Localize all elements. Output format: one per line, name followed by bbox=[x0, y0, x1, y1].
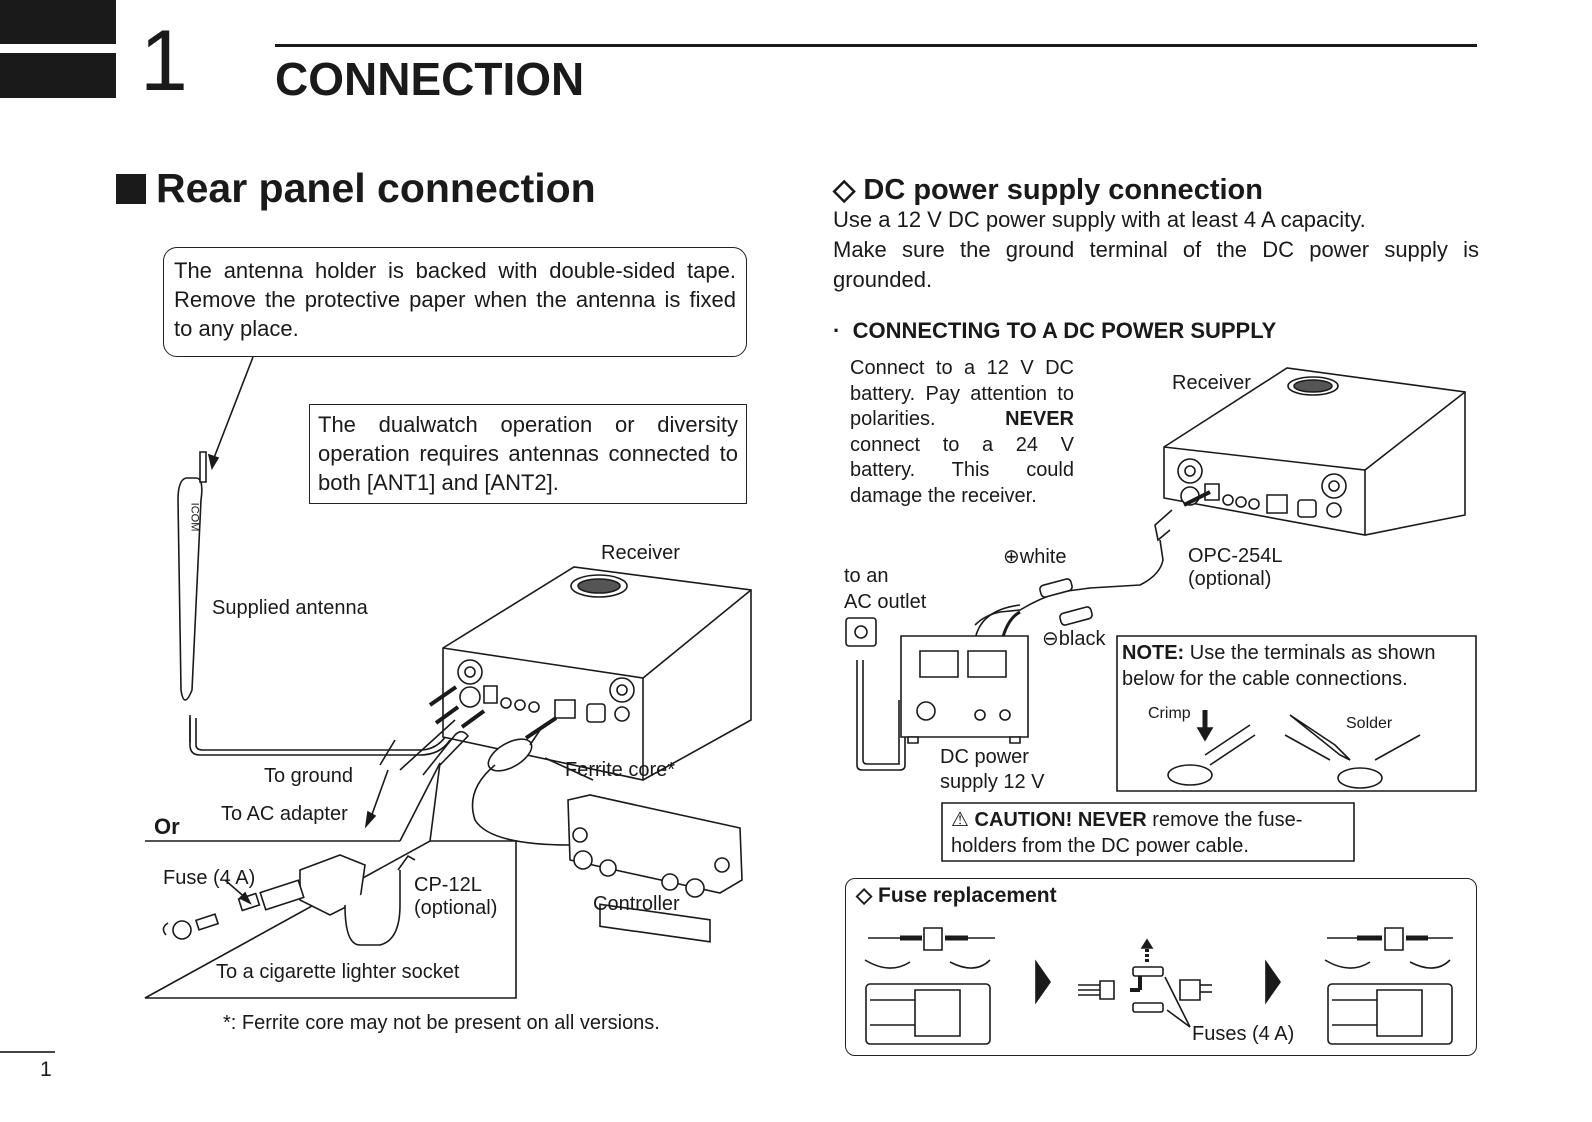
connecting-subheading-text: CONNECTING TO A DC POWER SUPPLY bbox=[852, 318, 1277, 343]
receiver-device bbox=[443, 567, 751, 780]
ac-outlet-icon bbox=[846, 618, 876, 646]
note-text: NOTE: Use the terminals as shown below f… bbox=[1122, 640, 1472, 692]
opc-optional-label: (optional) bbox=[1188, 568, 1272, 590]
dc-power-title: ◇ DC power supply connection bbox=[833, 172, 1263, 207]
dc-arrow bbox=[1184, 492, 1210, 505]
connecting-subheading: · CONNECTING TO A DC POWER SUPPLY bbox=[833, 318, 1276, 344]
antenna-brand-label: ICOM bbox=[188, 502, 201, 532]
cp12l-optional-label: (optional) bbox=[414, 897, 498, 919]
caution-text: ⚠ CAUTION! NEVER remove the fuse-holders… bbox=[951, 807, 1351, 859]
cigarette-label: To a cigarette lighter socket bbox=[216, 961, 460, 983]
dualwatch-note-text: The dualwatch operation or diversity ope… bbox=[318, 412, 738, 495]
ground-cable bbox=[380, 720, 455, 770]
ferrite-footnote: *: Ferrite core may not be present on al… bbox=[223, 1012, 660, 1034]
pointer-arrowhead bbox=[209, 455, 218, 468]
battery-note-pre: Connect to a 12 V DC battery. Pay attent… bbox=[850, 357, 1074, 430]
caution-bold: CAUTION! NEVER bbox=[974, 809, 1147, 831]
crimp-label: Crimp bbox=[1148, 705, 1191, 722]
chapter-title: CONNECTION bbox=[275, 53, 585, 105]
white-lead-label: ⊕white bbox=[1003, 546, 1067, 568]
dc-power-supply-device bbox=[901, 636, 1028, 743]
supply-12v-label: supply 12 V bbox=[940, 771, 1045, 793]
dc-power-line1: Use a 12 V DC power supply with at least… bbox=[833, 207, 1366, 232]
opc-label: OPC-254L bbox=[1188, 545, 1283, 567]
fuses-label: Fuses (4 A) bbox=[1192, 1023, 1295, 1045]
or-pointer-a bbox=[400, 763, 440, 841]
receiver-label-2: Receiver bbox=[1172, 372, 1251, 394]
antenna-note-text: The antenna holder is backed with double… bbox=[174, 258, 736, 341]
controller-label: Controller bbox=[593, 893, 680, 915]
fuse-label: Fuse (4 A) bbox=[163, 867, 256, 889]
ferrite-core-icon bbox=[483, 730, 540, 777]
supplied-antenna-label: Supplied antenna bbox=[212, 597, 368, 619]
ac-adapter-cable bbox=[370, 770, 388, 820]
or-label: Or bbox=[154, 814, 180, 839]
title-rule bbox=[275, 44, 1477, 47]
to-ground-label: To ground bbox=[264, 765, 353, 787]
bullet-dot-icon: · bbox=[833, 318, 847, 343]
antenna-note-box: The antenna holder is backed with double… bbox=[163, 247, 747, 357]
dc-power-line2: Make sure the ground terminal of the DC … bbox=[833, 237, 1479, 292]
dc-power-label: DC power bbox=[940, 746, 1029, 768]
note-bold: NOTE: bbox=[1122, 642, 1185, 664]
positive-lead bbox=[974, 605, 1020, 705]
controller-cable bbox=[473, 765, 571, 845]
connection-arrows bbox=[430, 687, 556, 738]
diamond-outline-icon: ◇ bbox=[856, 884, 873, 907]
page-number: 1 bbox=[40, 1058, 52, 1081]
to-an-label: to an bbox=[844, 565, 889, 587]
solder-label: Solder bbox=[1346, 715, 1393, 732]
ferrite-core-label: Ferrite core* bbox=[565, 759, 676, 781]
chapter-tab-top bbox=[0, 0, 116, 44]
warning-triangle-icon: ⚠ bbox=[951, 809, 969, 831]
dc-power-title-text: DC power supply connection bbox=[863, 174, 1263, 206]
chapter-tab-bottom bbox=[0, 53, 116, 98]
note-body: Use the terminals as shown below for the… bbox=[1122, 642, 1436, 690]
section-title-text: Rear panel connection bbox=[156, 165, 596, 211]
ac-adapter-plug bbox=[423, 732, 468, 775]
negative-lead bbox=[999, 612, 1020, 705]
battery-note-bold: NEVER bbox=[1005, 408, 1074, 430]
or-pointer-b bbox=[430, 763, 440, 841]
dualwatch-note-box: The dualwatch operation or diversity ope… bbox=[309, 404, 747, 504]
battery-note-post: connect to a 24 V battery. This could da… bbox=[850, 433, 1074, 507]
controller-device bbox=[568, 795, 742, 942]
receiver-label: Receiver bbox=[601, 542, 680, 564]
fuse-replacement-box: ◇ Fuse replacement bbox=[845, 878, 1477, 1056]
fuse-replacement-title: ◇ Fuse replacement bbox=[856, 883, 1057, 908]
square-bullet-icon bbox=[116, 173, 146, 204]
diamond-outline-icon: ◇ bbox=[833, 174, 856, 206]
note-pointer bbox=[212, 357, 253, 463]
caution-body: remove the fuse-holders from the DC powe… bbox=[951, 809, 1303, 857]
page-rule bbox=[0, 1051, 55, 1053]
black-lead-label: ⊖black bbox=[1042, 628, 1106, 650]
section-title: Rear panel connection bbox=[116, 168, 596, 209]
power-cord bbox=[857, 660, 905, 770]
chapter-number: 1 bbox=[140, 13, 188, 109]
battery-note: Connect to a 12 V DC battery. Pay attent… bbox=[850, 356, 1074, 509]
ac-outlet-label: AC outlet bbox=[844, 591, 927, 613]
to-ac-adapter-label: To AC adapter bbox=[221, 803, 348, 825]
fuse-replacement-title-text: Fuse replacement bbox=[878, 884, 1057, 907]
cp12l-label: CP-12L bbox=[414, 874, 482, 896]
fuse-holder-icon bbox=[1039, 578, 1093, 626]
